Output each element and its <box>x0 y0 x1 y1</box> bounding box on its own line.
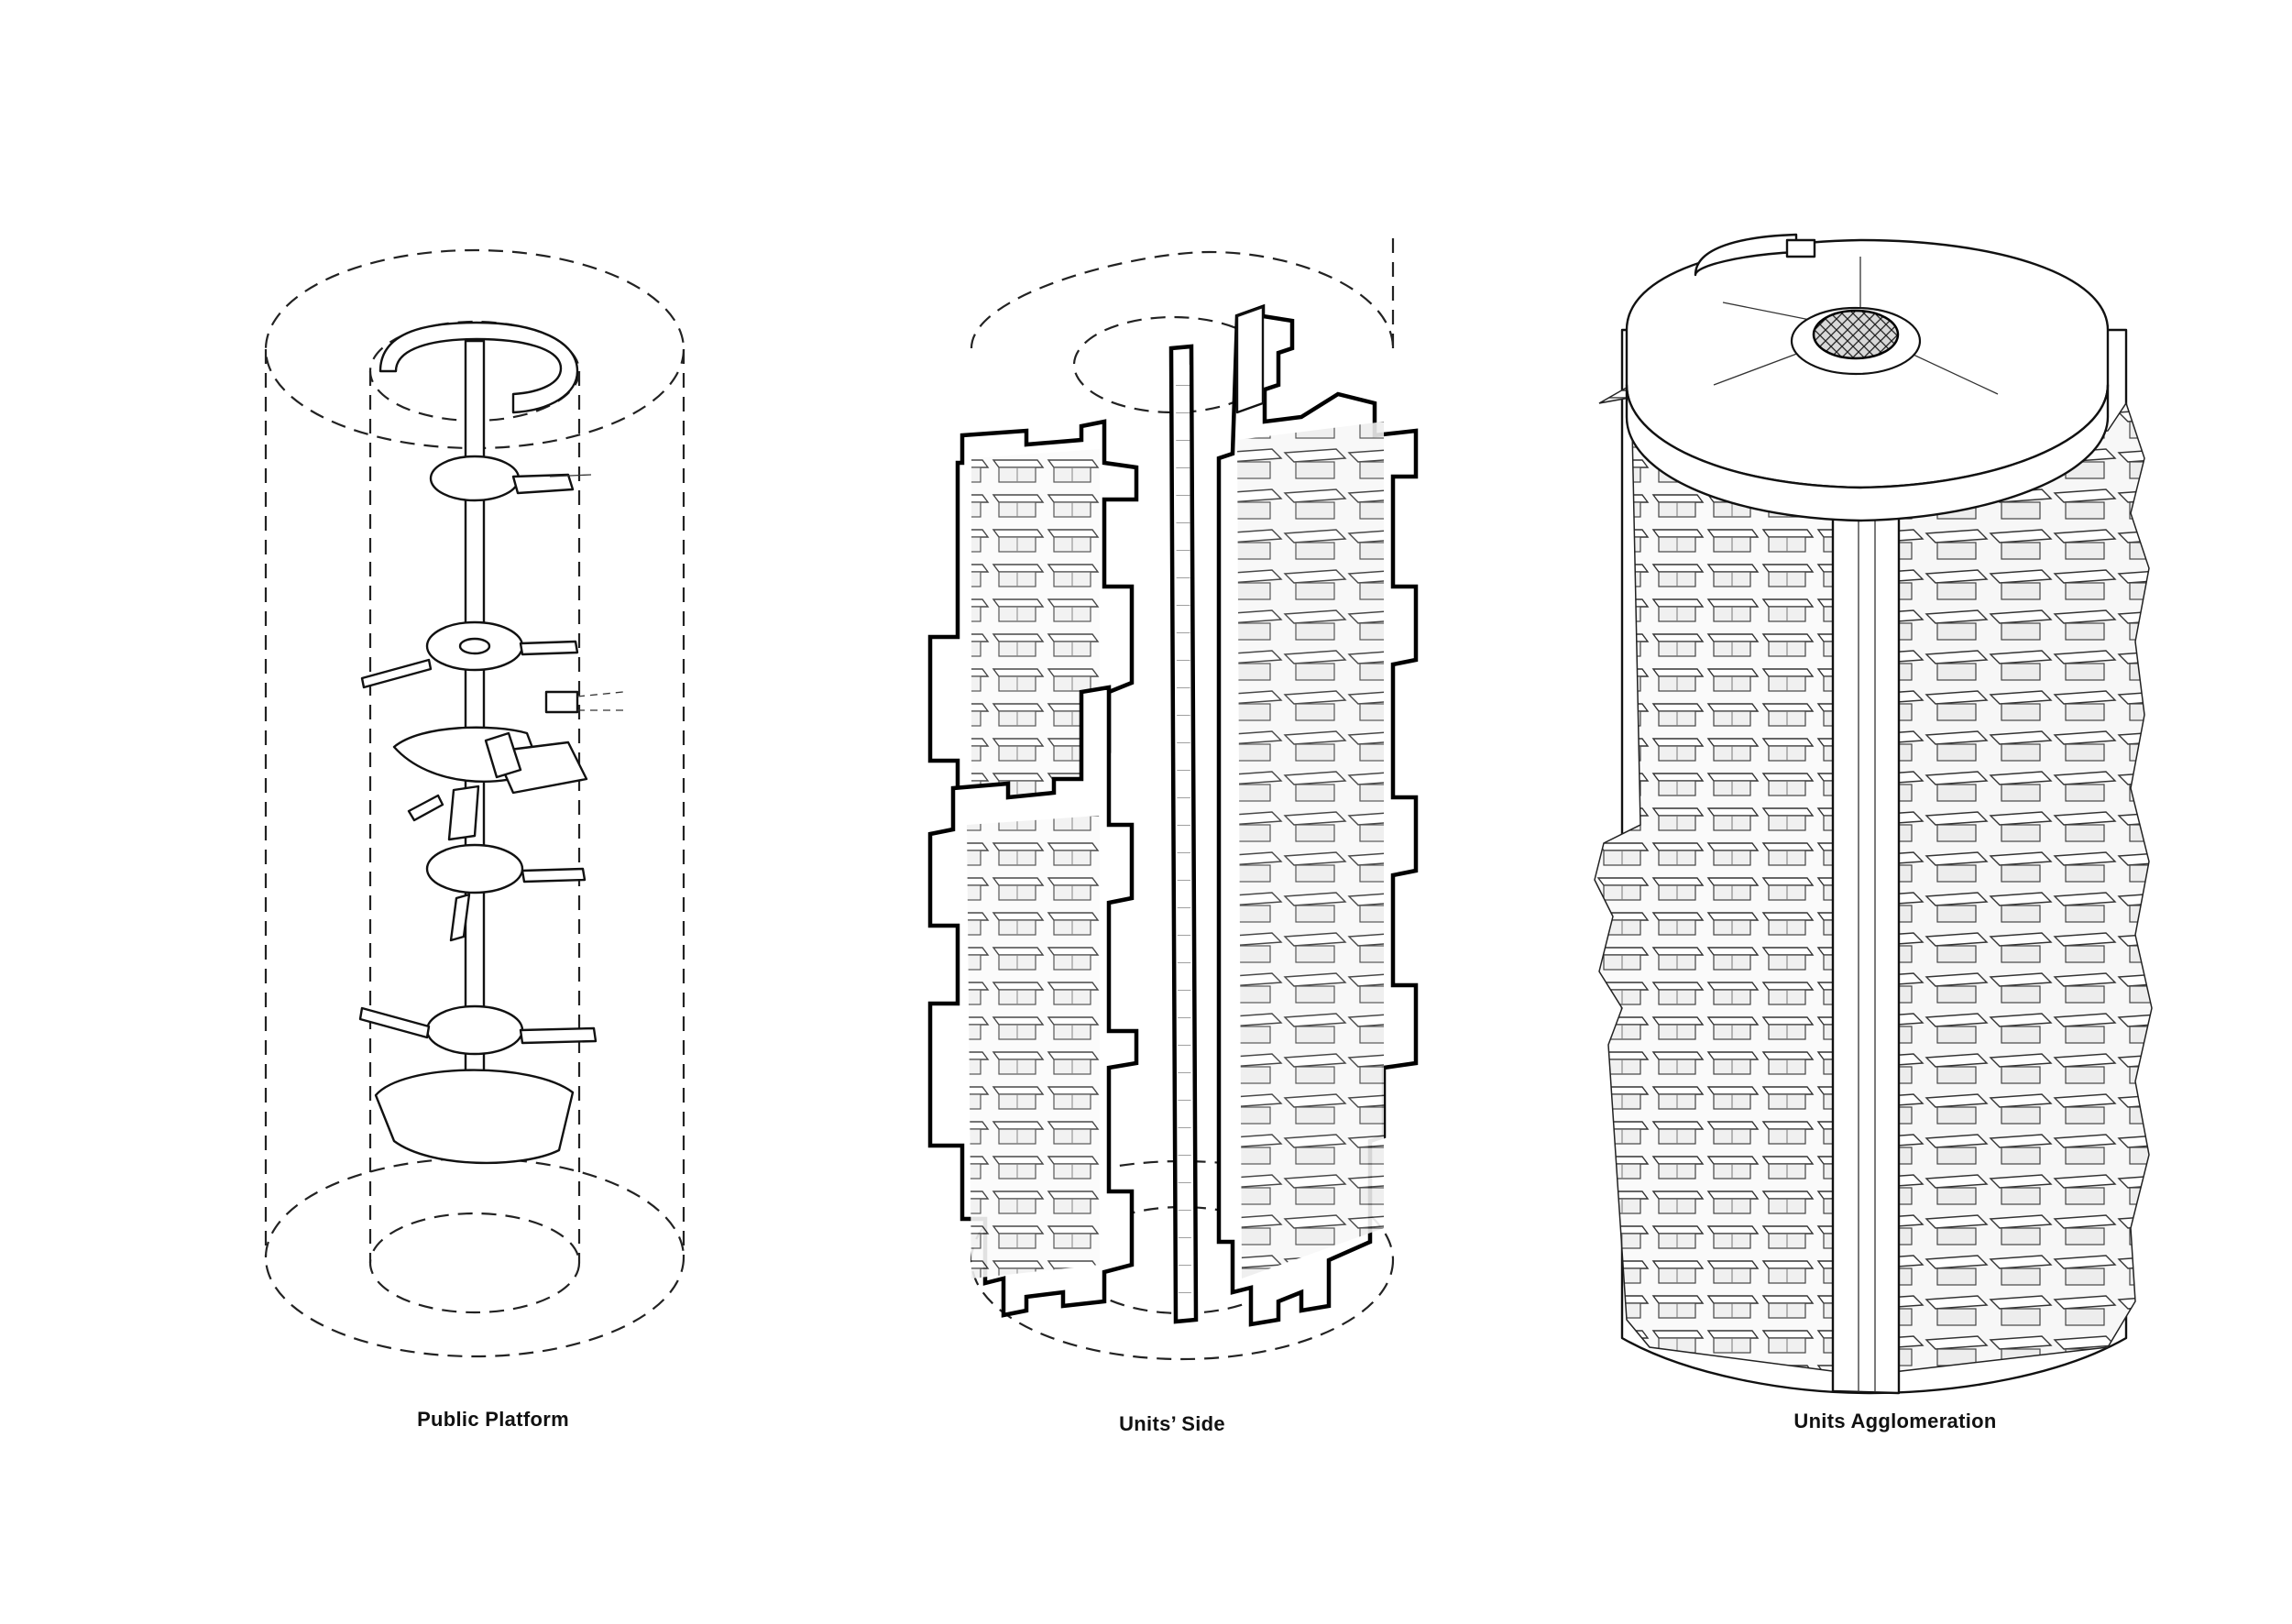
outer-cylinder-bottom <box>264 1157 685 1358</box>
public-platform-diagram <box>264 248 685 1358</box>
central-core-strip <box>1831 498 1901 1395</box>
caption-public-platform: Public Platform <box>417 1408 569 1431</box>
units-agglomeration-diagram <box>1594 233 2153 1395</box>
geodesic-dome <box>1812 309 1900 360</box>
inner-cylinder-bottom <box>368 1212 581 1314</box>
platform-discs <box>358 455 624 1165</box>
left-unit-cluster <box>1594 383 1861 1376</box>
outer-cylinder-top <box>970 250 1395 349</box>
caption-units-agglomeration: Units Agglomeration <box>1793 1410 1997 1432</box>
caption-units-side: Units’ Side <box>1119 1412 1225 1435</box>
spiral-ramp <box>378 321 579 414</box>
units-side-diagram <box>927 238 1419 1361</box>
right-unit-cluster <box>1869 401 2153 1376</box>
